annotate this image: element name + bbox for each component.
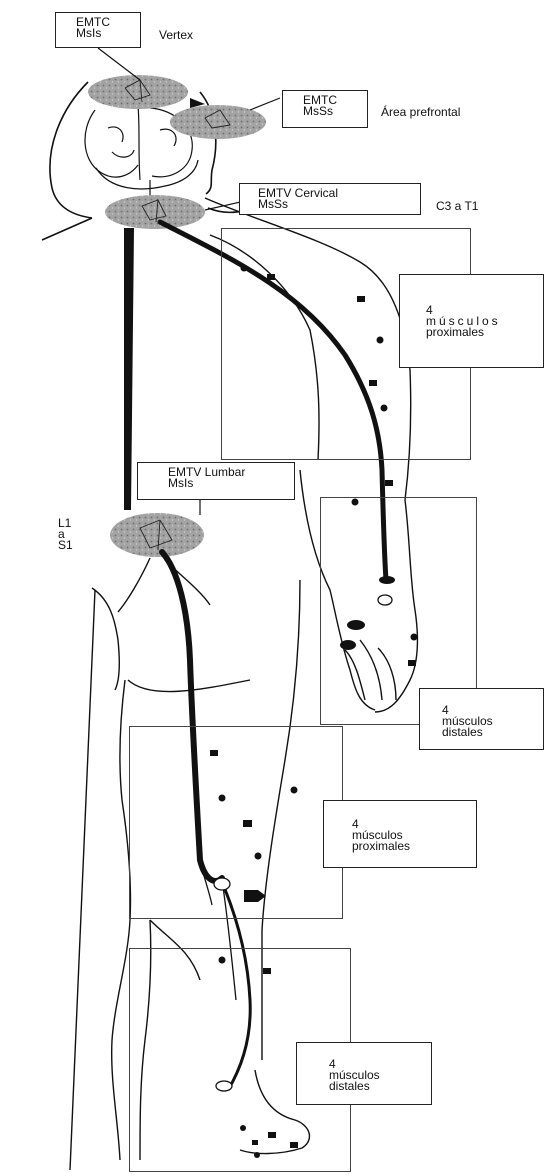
prefrontal-box-line2: MsSs [303, 106, 367, 117]
lumbar-stimulation-box: EMTV Lumbar MsIs [137, 462, 295, 500]
cervical-zone [105, 195, 205, 229]
leg-proximal-type: proximales [352, 841, 476, 852]
arm-distal-type: distales [442, 727, 543, 738]
leg-distal-box: 4 músculos distales [296, 1042, 432, 1105]
vertex-label: Vertex [159, 29, 193, 41]
lumbar-range-label: L1 a S1 [58, 518, 73, 551]
arm-proximal-type: proximales [426, 327, 543, 338]
lumbar-box-line2: MsIs [168, 478, 294, 489]
leg-proximal-box: 4 músculos proximales [323, 800, 477, 868]
cervical-stimulation-box: EMTV Cervical MsSs [239, 183, 421, 215]
cervical-box-line2: MsSs [258, 199, 420, 210]
prefrontal-label: Área prefrontal [381, 106, 460, 118]
vertex-box-line2: MsIs [76, 28, 140, 39]
lumbar-zone [110, 513, 204, 557]
vertex-zone [88, 75, 188, 109]
leg-distal-type: distales [329, 1081, 431, 1092]
spinal-cord [124, 228, 134, 510]
prefrontal-stimulation-box: EMTC MsSs [282, 90, 368, 128]
arm-proximal-box: 4 músculos proximales [399, 274, 544, 368]
lumbar-range-line3: S1 [58, 540, 73, 551]
cervical-range-label: C3 a T1 [436, 200, 478, 212]
vertex-stimulation-box: EMTC MsIs [55, 12, 141, 48]
arm-distal-box: 4 músculos distales [419, 688, 544, 750]
leg-proximal-region [129, 726, 343, 919]
prefrontal-zone [170, 105, 266, 139]
